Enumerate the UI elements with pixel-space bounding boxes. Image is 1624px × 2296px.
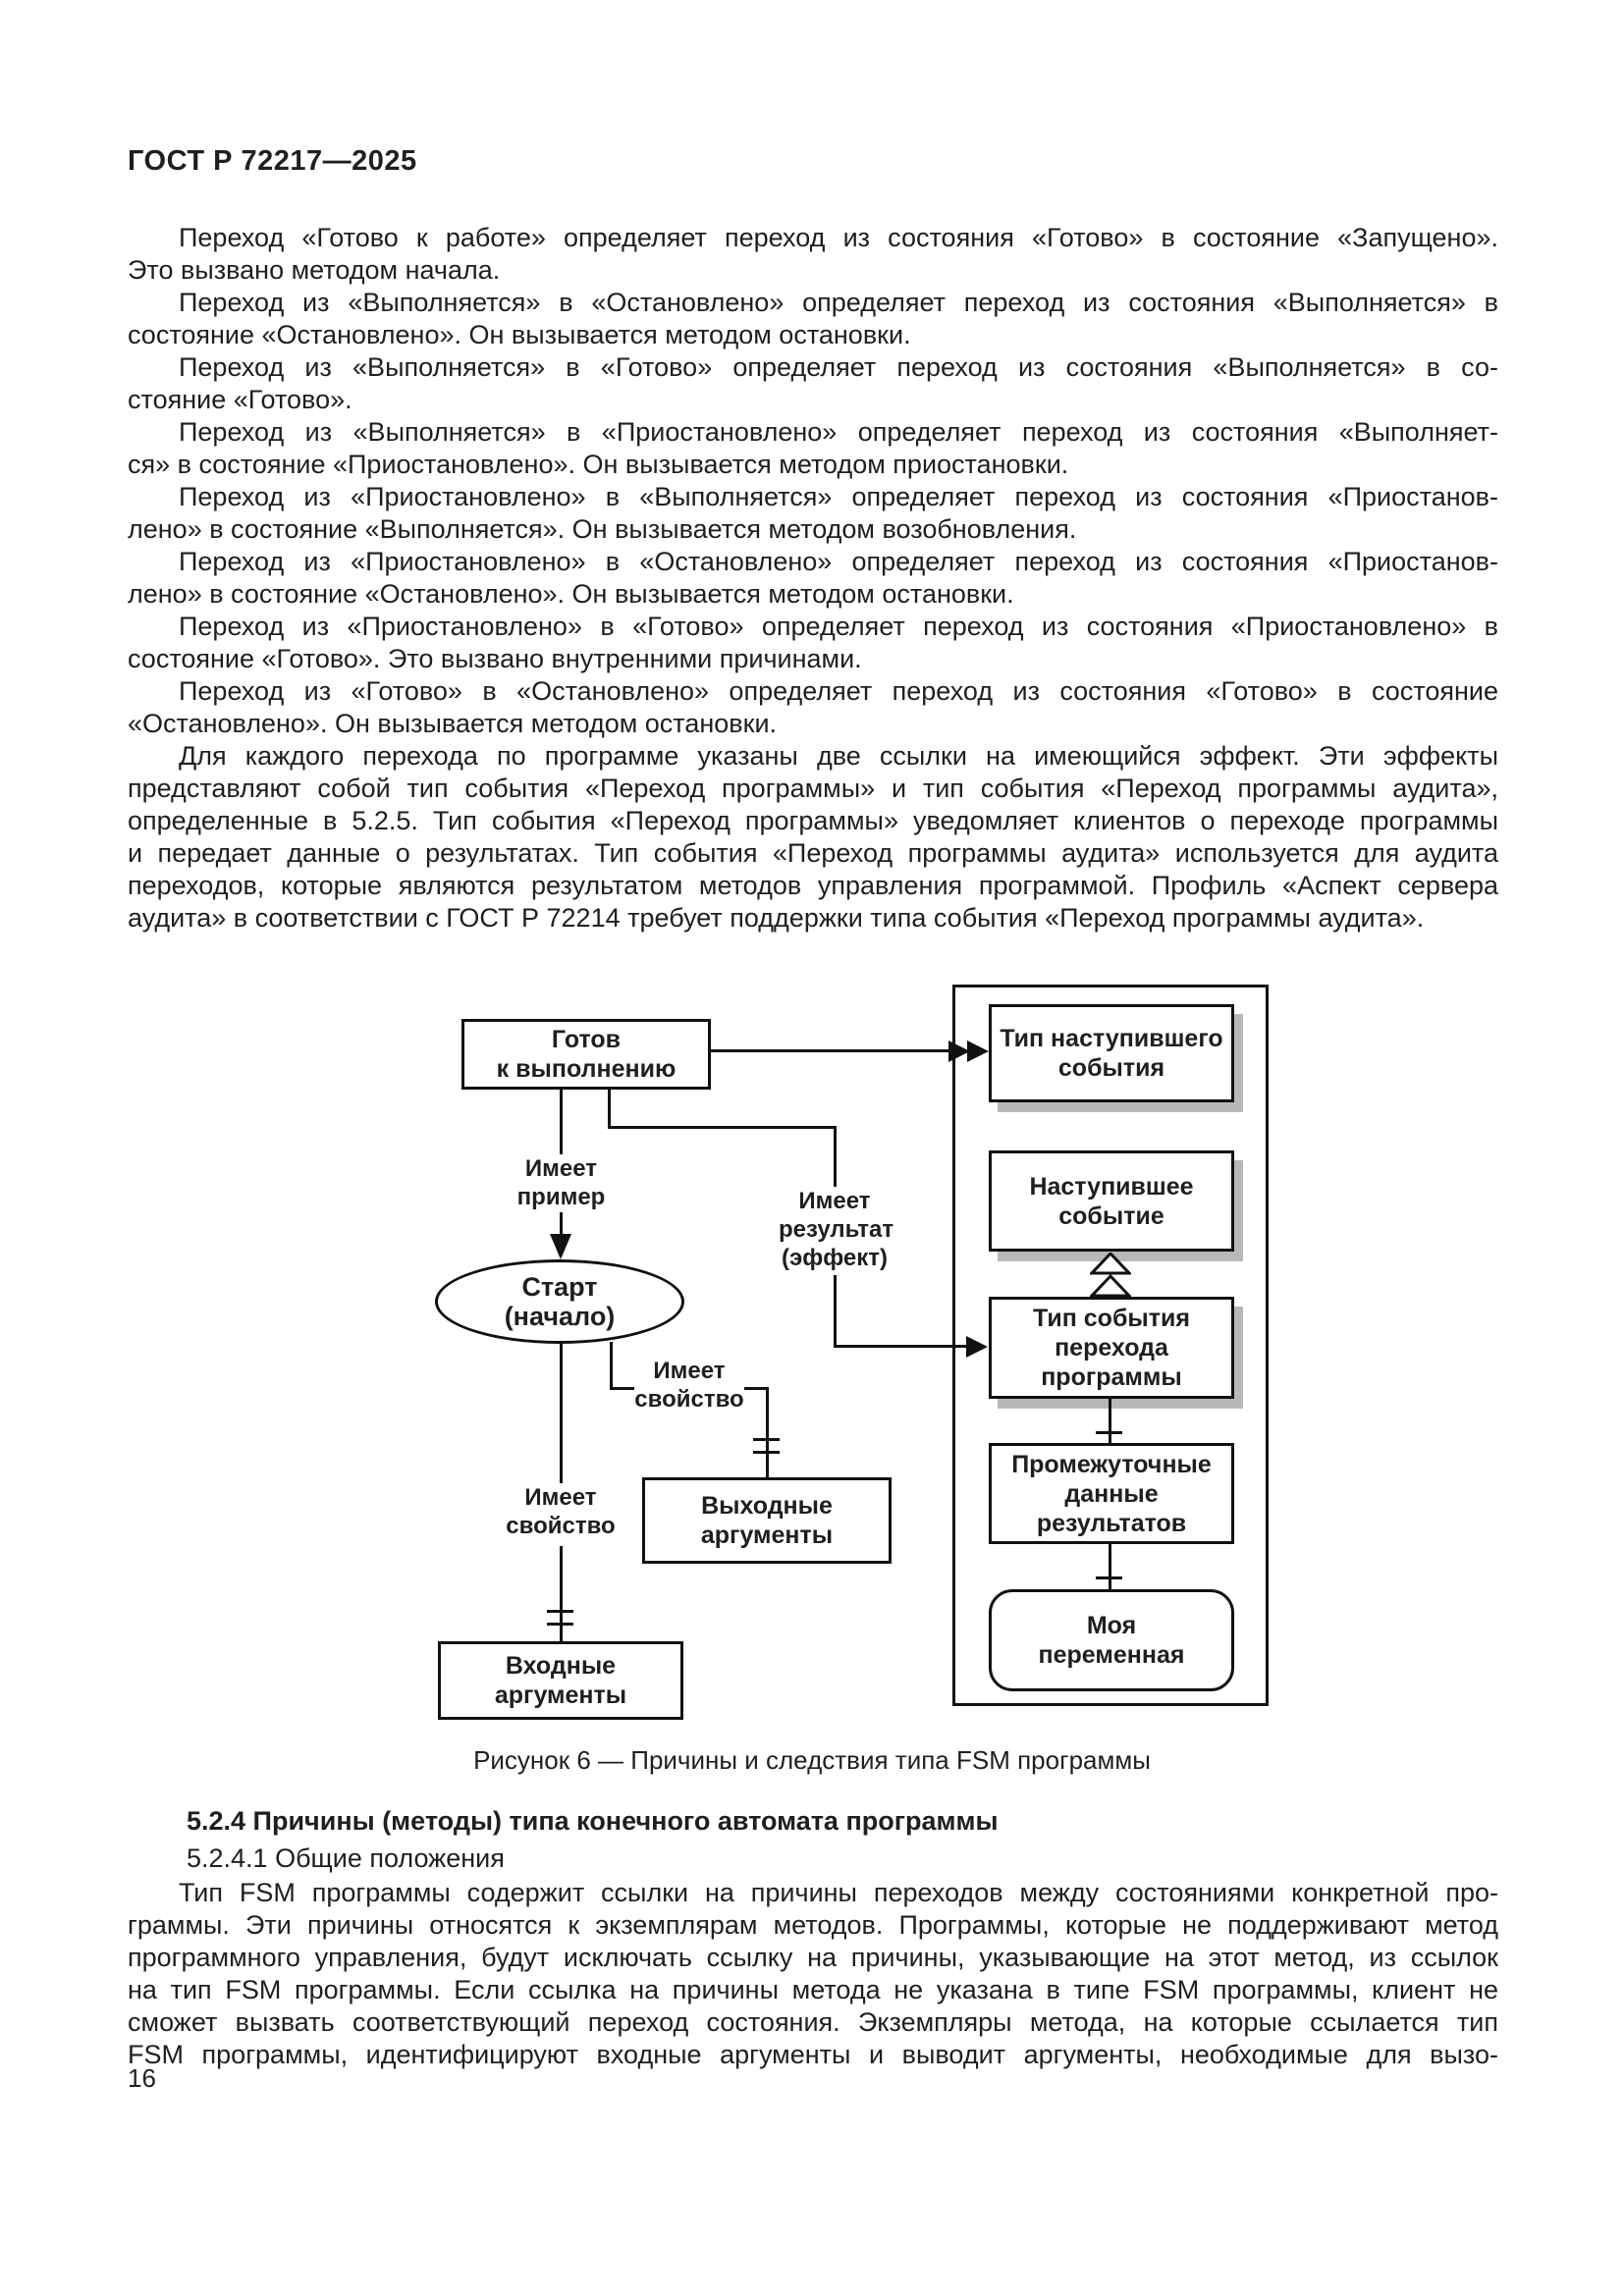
- section-paragraph: Тип FSM программы содержит ссылки на при…: [128, 1877, 1498, 2071]
- section-subheading: 5.2.4.1 Общие положения: [187, 1843, 505, 1873]
- page-number: 16: [128, 2063, 156, 2093]
- edge-has-result: [834, 1275, 837, 1347]
- node-program-transition-event-type: Тип события перехода программы: [989, 1297, 1234, 1399]
- text-line: на тип FSM программы. Если ссылка на при…: [128, 1975, 1498, 2004]
- text-line: Переход из «Готово» в «Остановлено» опре…: [179, 676, 1498, 706]
- text-line: Это вызвано методом начала.: [128, 255, 501, 285]
- edge-transition-to-intermediate: [1109, 1399, 1111, 1443]
- figure-caption: Рисунок 6 — Причины и следствия типа FSM…: [473, 1745, 1151, 1775]
- figure-6-diagram: Готов к выполнению Тип наступившего собы…: [0, 967, 1624, 1782]
- node-output-arguments: Выходные аргументы: [642, 1477, 892, 1564]
- node-occurred-event-type: Тип наступившего события: [989, 1004, 1234, 1102]
- edge-has-result: [608, 1090, 611, 1129]
- double-tick-mark: [547, 1623, 573, 1626]
- text-line: состояние «Готово». Это вызвано внутренн…: [128, 644, 862, 673]
- text-line: граммы. Эти причины относятся к экземпля…: [128, 1910, 1498, 1940]
- text-line: стояние «Готово».: [128, 385, 352, 414]
- section-block: 5.2.4 Причины (методы) типа конечного ав…: [128, 1802, 1498, 2071]
- edge-has-property-right: [766, 1387, 769, 1477]
- text-line: лено» в состояние «Выполняется». Он вызы…: [128, 514, 1077, 544]
- text-line: состояние «Остановлено». Он вызывается м…: [128, 320, 911, 349]
- edge-label-has-property-left: Имеет свойство: [500, 1483, 622, 1540]
- node-input-arguments: Входные аргументы: [438, 1641, 683, 1720]
- text-line: программного управления, будут исключать…: [128, 1943, 1498, 1972]
- arrowhead-icon: [967, 1041, 989, 1062]
- edge-has-property-right: [610, 1342, 613, 1390]
- text-line: Переход из «Приостановлено» в «Готово» о…: [179, 612, 1498, 641]
- edge-has-result: [608, 1126, 837, 1129]
- edge-has-property-left: [560, 1546, 563, 1641]
- edge-label-has-example: Имеет пример: [499, 1154, 623, 1211]
- text-line: представляют собой тип события «Переход …: [128, 774, 1498, 803]
- generalization-arrow-icon: [1090, 1253, 1131, 1298]
- node-occurred-event: Наступившее событие: [989, 1150, 1234, 1252]
- text-line: аудита» в соответствии с ГОСТ Р 72214 тр…: [128, 903, 1425, 933]
- edge-ready-to-event-type: [711, 1049, 954, 1052]
- arrowhead-icon: [966, 1336, 988, 1358]
- text-line: определенные в 5.2.5. Тип события «Перех…: [128, 806, 1498, 835]
- edge-has-result: [834, 1126, 837, 1189]
- edge-has-result: [834, 1345, 969, 1348]
- tick-mark: [1096, 1431, 1122, 1434]
- text-line: и передает данные о результатах. Тип соб…: [128, 838, 1498, 868]
- double-tick-mark: [753, 1451, 780, 1454]
- body-text-block: Переход «Готово к работе» определяет пер…: [128, 222, 1498, 934]
- arrowhead-icon: [550, 1234, 571, 1259]
- text-line: Переход из «Выполняется» в «Готово» опре…: [179, 352, 1498, 382]
- document-header: ГОСТ Р 72217—2025: [128, 145, 417, 177]
- tick-mark: [1096, 1576, 1122, 1579]
- edge-label-has-result: Имеет результат (эффект): [779, 1187, 894, 1272]
- edge-has-property-left: [560, 1342, 563, 1485]
- node-start: Старт (начало): [435, 1259, 684, 1344]
- edge-intermediate-to-variable: [1109, 1544, 1111, 1589]
- edge-has-example: [560, 1090, 563, 1154]
- double-tick-mark: [547, 1610, 573, 1613]
- text-line: Переход из «Выполняется» в «Приостановле…: [179, 417, 1498, 447]
- text-line: Переход из «Приостановлено» в «Остановле…: [179, 547, 1498, 576]
- text-line: переходов, которые являются результатом …: [128, 871, 1498, 900]
- text-line: Переход из «Выполняется» в «Остановлено»…: [179, 288, 1498, 317]
- text-line: сможет вызвать соответствующий переход с…: [128, 2007, 1498, 2037]
- text-line: Переход «Готово к работе» определяет пер…: [179, 223, 1498, 252]
- node-intermediate-results: Промежуточные данные результатов: [989, 1443, 1234, 1544]
- edge-label-has-property-right: Имеет свойство: [634, 1357, 744, 1414]
- node-my-variable: Моя переменная: [989, 1589, 1234, 1691]
- text-line: FSM программы, идентифицируют входные ар…: [128, 2040, 1498, 2069]
- double-tick-mark: [753, 1438, 780, 1441]
- text-line: лено» в состояние «Остановлено». Он вызы…: [128, 579, 1014, 609]
- text-line: ся» в состояние «Приостановлено». Он выз…: [128, 450, 1069, 479]
- text-line: «Остановлено». Он вызывается методом ост…: [128, 709, 778, 738]
- text-line: Для каждого перехода по программе указан…: [179, 741, 1498, 771]
- edge-has-example: [560, 1212, 563, 1236]
- text-line: Переход из «Приостановлено» в «Выполняет…: [179, 482, 1498, 511]
- node-ready-to-run: Готов к выполнению: [461, 1019, 711, 1090]
- section-heading: 5.2.4 Причины (методы) типа конечного ав…: [187, 1806, 999, 1836]
- text-line: Тип FSM программы содержит ссылки на при…: [179, 1878, 1498, 1907]
